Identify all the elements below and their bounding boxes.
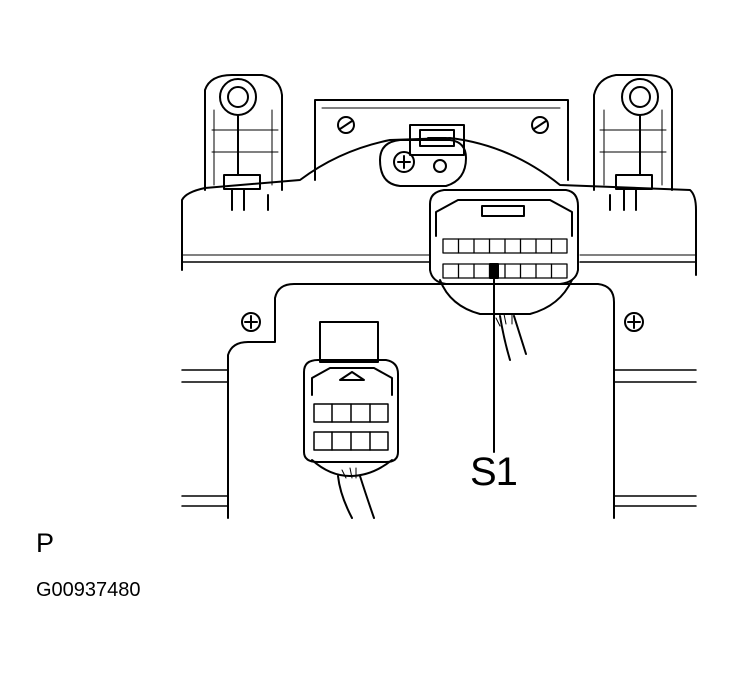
view-label: P [36, 528, 55, 558]
lower-module-plate [227, 283, 615, 519]
bracket-hole [433, 159, 447, 173]
small-connector-harness [337, 475, 375, 519]
top-center-block [314, 99, 569, 181]
small-connector-bracket [319, 321, 379, 363]
left-mounting-tab [204, 74, 283, 211]
screw-icon [241, 312, 261, 332]
screw-icon [531, 116, 549, 134]
callout-s1: S1 [470, 450, 518, 494]
figure-code: G00937480 [36, 579, 141, 601]
screw-icon [393, 151, 415, 173]
small-connector-terminals-upper [313, 403, 389, 423]
screw-icon [624, 312, 644, 332]
large-connector-terminals-upper [442, 238, 568, 254]
large-connector-s1 [429, 189, 579, 315]
right-mounting-tab [593, 74, 673, 211]
small-connector-terminals-lower [313, 431, 389, 451]
screw-icon [337, 116, 355, 134]
large-connector-harness [499, 315, 527, 361]
upper-housing-outline [181, 137, 697, 276]
center-bracket [379, 139, 467, 187]
small-connector [303, 359, 399, 477]
large-connector-terminals-lower [442, 263, 568, 279]
